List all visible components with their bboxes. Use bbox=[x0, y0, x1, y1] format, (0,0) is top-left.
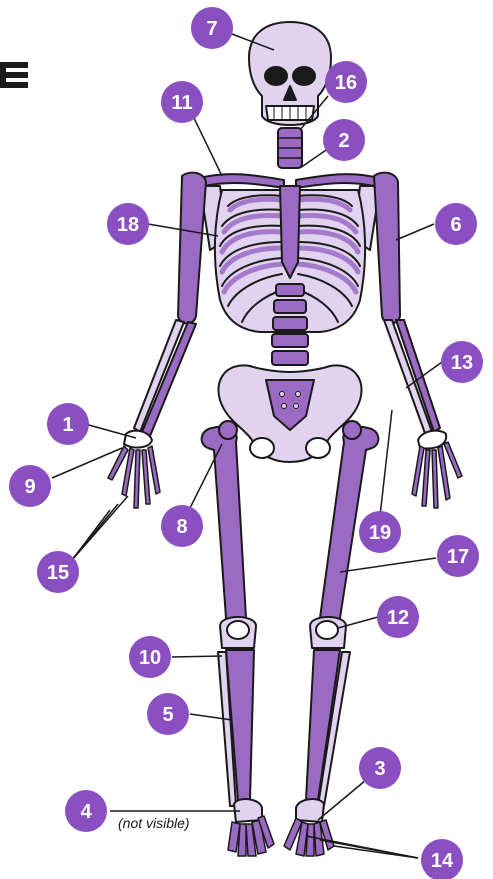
badge-14: 14 bbox=[421, 839, 463, 879]
badge-number: 18 bbox=[117, 214, 139, 236]
logo-fragment-icon bbox=[0, 58, 34, 92]
right-humerus bbox=[374, 173, 400, 324]
left-femur-head bbox=[219, 421, 237, 439]
right-patella bbox=[316, 621, 338, 639]
badge-number: 19 bbox=[369, 522, 391, 544]
badge-number: 16 bbox=[335, 72, 357, 94]
badge-number: 11 bbox=[171, 92, 192, 114]
left-femur bbox=[202, 427, 246, 626]
badge-number: 10 bbox=[139, 647, 161, 669]
badge-10: 10 bbox=[129, 636, 171, 678]
obturator-right bbox=[306, 438, 330, 458]
badge-5: 5 bbox=[147, 693, 189, 735]
left-carpals bbox=[124, 431, 152, 448]
left-patella bbox=[227, 621, 249, 639]
badge-7: 7 bbox=[191, 7, 233, 49]
badge-3: 3 bbox=[359, 747, 401, 789]
leader-15c bbox=[72, 510, 110, 560]
left-foot-toes bbox=[228, 816, 274, 856]
left-eye-socket bbox=[265, 67, 287, 85]
badge-number: 15 bbox=[47, 562, 69, 584]
badge-number: 8 bbox=[176, 516, 187, 538]
badge-number: 9 bbox=[24, 476, 35, 498]
badge-number: 3 bbox=[374, 758, 385, 780]
badge-8: 8 bbox=[161, 505, 203, 547]
badge-11: 11 bbox=[161, 81, 203, 123]
spine bbox=[272, 284, 308, 365]
leader-1 bbox=[85, 424, 136, 438]
badge-number: 5 bbox=[162, 704, 173, 726]
right-femur-head bbox=[343, 421, 361, 439]
badge-number: 7 bbox=[206, 18, 217, 40]
leader-14c bbox=[334, 846, 418, 858]
sternum bbox=[280, 186, 300, 278]
badge-number: 12 bbox=[387, 607, 409, 629]
badge-number: 13 bbox=[451, 352, 473, 374]
badge-18: 18 bbox=[107, 203, 149, 245]
badge-6: 6 bbox=[435, 203, 477, 245]
badge-number: 2 bbox=[338, 130, 349, 152]
badge-number: 14 bbox=[431, 850, 454, 872]
badge-12: 12 bbox=[377, 596, 419, 638]
badge-9: 9 bbox=[9, 465, 51, 507]
badge-13: 13 bbox=[441, 341, 483, 383]
badge-1: 1 bbox=[47, 403, 89, 445]
leader-10 bbox=[172, 656, 222, 657]
badge-number: 4 bbox=[80, 801, 92, 823]
badge-2: 2 bbox=[323, 119, 365, 161]
not-visible-note: (not visible) bbox=[118, 815, 190, 831]
badge-4: 4 bbox=[65, 790, 107, 832]
leader-19 bbox=[380, 410, 392, 516]
badge-19: 19 bbox=[359, 511, 401, 553]
leader-11 bbox=[194, 118, 222, 176]
leader-6 bbox=[396, 224, 434, 240]
right-hand-fingers bbox=[412, 442, 462, 508]
left-humerus bbox=[178, 173, 206, 324]
badge-17: 17 bbox=[437, 535, 479, 577]
left-hand-fingers bbox=[108, 446, 160, 508]
leader-17 bbox=[340, 558, 436, 572]
badge-15: 15 bbox=[37, 551, 79, 593]
obturator-left bbox=[250, 438, 274, 458]
badge-number: 6 bbox=[450, 214, 461, 236]
right-eye-socket bbox=[293, 67, 315, 85]
badge-number: 17 bbox=[447, 546, 469, 568]
badge-16: 16 bbox=[325, 61, 367, 103]
badge-number: 1 bbox=[62, 414, 73, 436]
